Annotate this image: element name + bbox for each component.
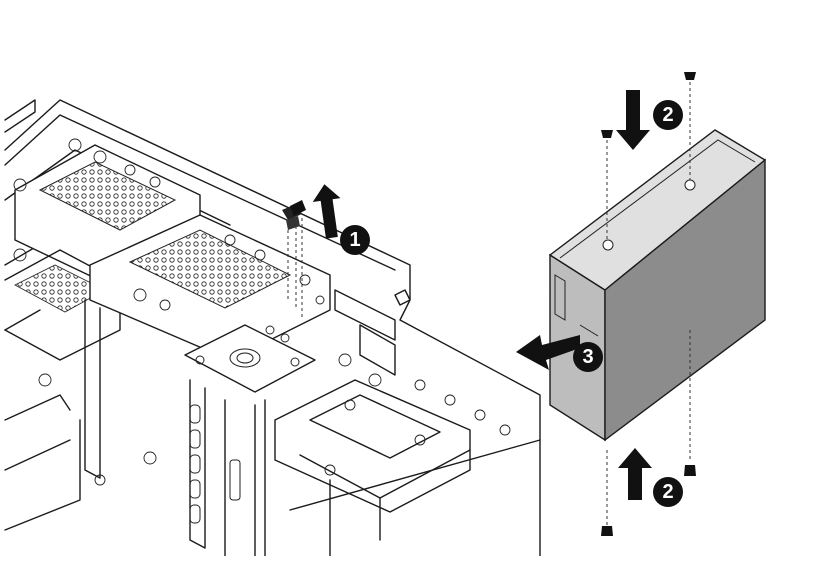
step-2-bottom-assembly: 2 xyxy=(601,330,696,536)
screw-icon xyxy=(601,130,613,138)
optical-drive xyxy=(548,129,767,442)
step-3-label: 3 xyxy=(582,346,593,368)
step-2-bottom-label: 2 xyxy=(662,481,673,503)
server-chassis xyxy=(4,99,541,557)
screw-icon xyxy=(601,526,613,536)
step-3-assembly: 3 xyxy=(516,335,603,372)
step-1-badge: 1 xyxy=(340,225,370,255)
step-1-assembly: 1 xyxy=(282,184,370,320)
step-2-top-assembly: 2 xyxy=(601,72,696,240)
step-2-bottom-badge: 2 xyxy=(653,477,683,507)
down-arrow-icon xyxy=(616,90,650,150)
screw-icon xyxy=(684,465,696,476)
up-arrow-icon xyxy=(312,184,341,239)
left-arrow-icon xyxy=(516,335,580,370)
step-2-top-badge: 2 xyxy=(653,100,683,130)
screw-icon xyxy=(684,72,696,80)
step-3-badge: 3 xyxy=(573,342,603,372)
step-2-top-label: 2 xyxy=(662,104,673,126)
step-1-label: 1 xyxy=(349,229,360,251)
up-arrow-icon xyxy=(618,448,652,500)
